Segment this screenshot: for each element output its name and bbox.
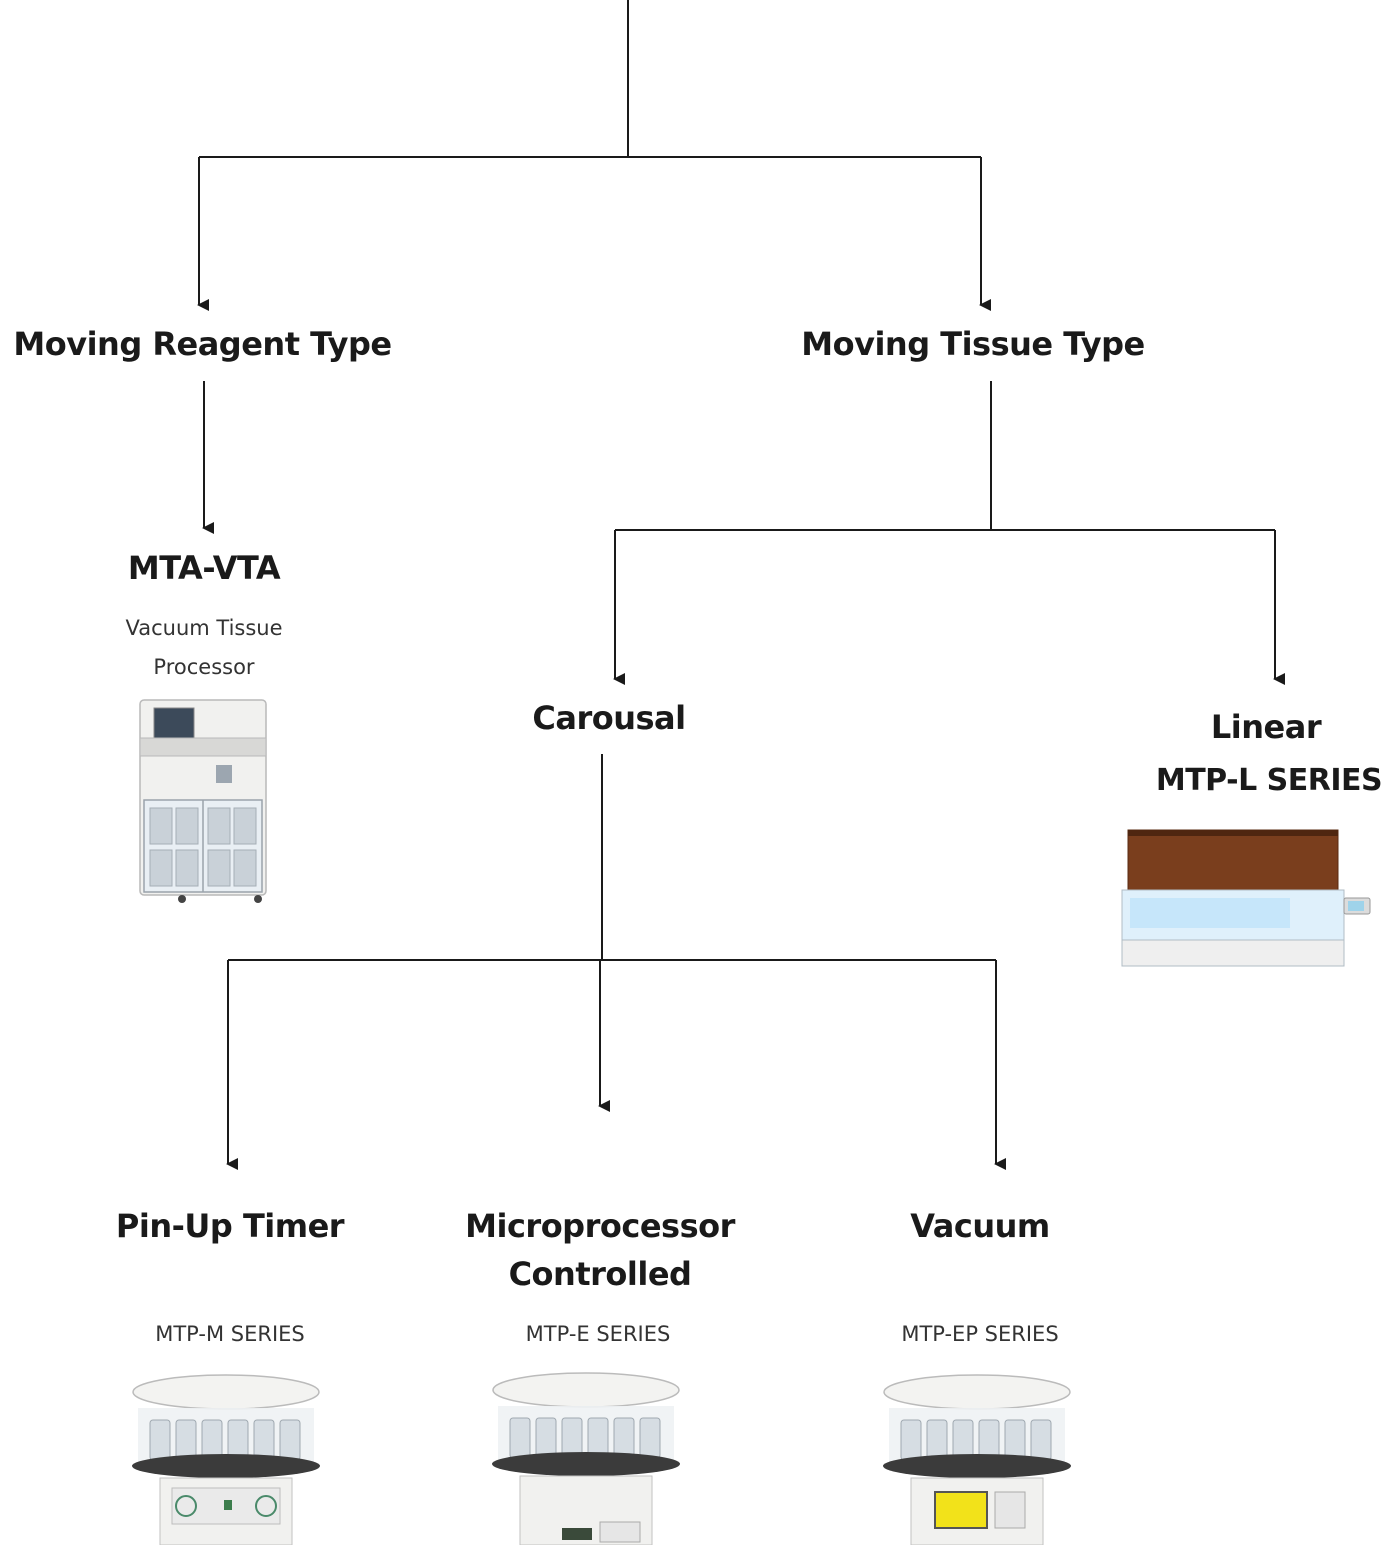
microprocessor-series: MTP-E SERIES <box>525 1322 671 1346</box>
pin-up-machine-image <box>132 1374 320 1545</box>
microprocessor-title-line1: Microprocessor <box>465 1207 735 1245</box>
linear-machine-image <box>1121 829 1371 967</box>
linear-series: MTP-L SERIES <box>1155 763 1383 798</box>
vacuum-machine-image <box>883 1374 1071 1545</box>
mta-vta-machine-image <box>139 699 267 903</box>
mta-vta-subtitle-line2: Processor <box>153 655 255 679</box>
moving-reagent-title: Moving Reagent Type <box>13 325 392 363</box>
microprocessor-title-line2: Controlled <box>508 1255 692 1293</box>
mta-vta-title: MTA-VTA <box>127 549 281 587</box>
vacuum-title: Vacuum <box>910 1207 1050 1245</box>
linear-title: Linear <box>1210 708 1322 746</box>
vacuum-series: MTP-EP SERIES <box>901 1322 1059 1346</box>
pin-up-series: MTP-M SERIES <box>155 1322 305 1346</box>
pin-up-title: Pin-Up Timer <box>115 1207 345 1245</box>
microprocessor-machine-image <box>492 1372 680 1545</box>
moving-tissue-title: Moving Tissue Type <box>801 325 1145 363</box>
mta-vta-subtitle-line1: Vacuum Tissue <box>125 616 283 640</box>
carousal-title: Carousal <box>532 699 686 737</box>
